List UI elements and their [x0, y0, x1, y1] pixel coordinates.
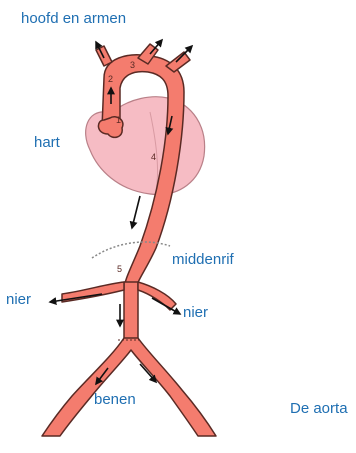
segment-number-2: 2 — [108, 74, 113, 84]
label-kidney-left: nier — [6, 292, 31, 307]
label-kidney-right: nier — [183, 305, 208, 320]
segment-number-5: 5 — [117, 264, 122, 274]
segment-number-4: 4 — [151, 152, 156, 162]
label-diaphragm: middenrif — [172, 252, 234, 267]
label-heart: hart — [34, 135, 60, 150]
label-legs: benen — [94, 392, 136, 407]
segment-number-3: 3 — [130, 60, 135, 70]
label-head-arms: hoofd en armen — [21, 11, 126, 26]
segment-number-1: 1 — [116, 115, 121, 125]
diagram-title: De aorta — [290, 401, 348, 416]
diaphragm-line — [92, 242, 170, 258]
